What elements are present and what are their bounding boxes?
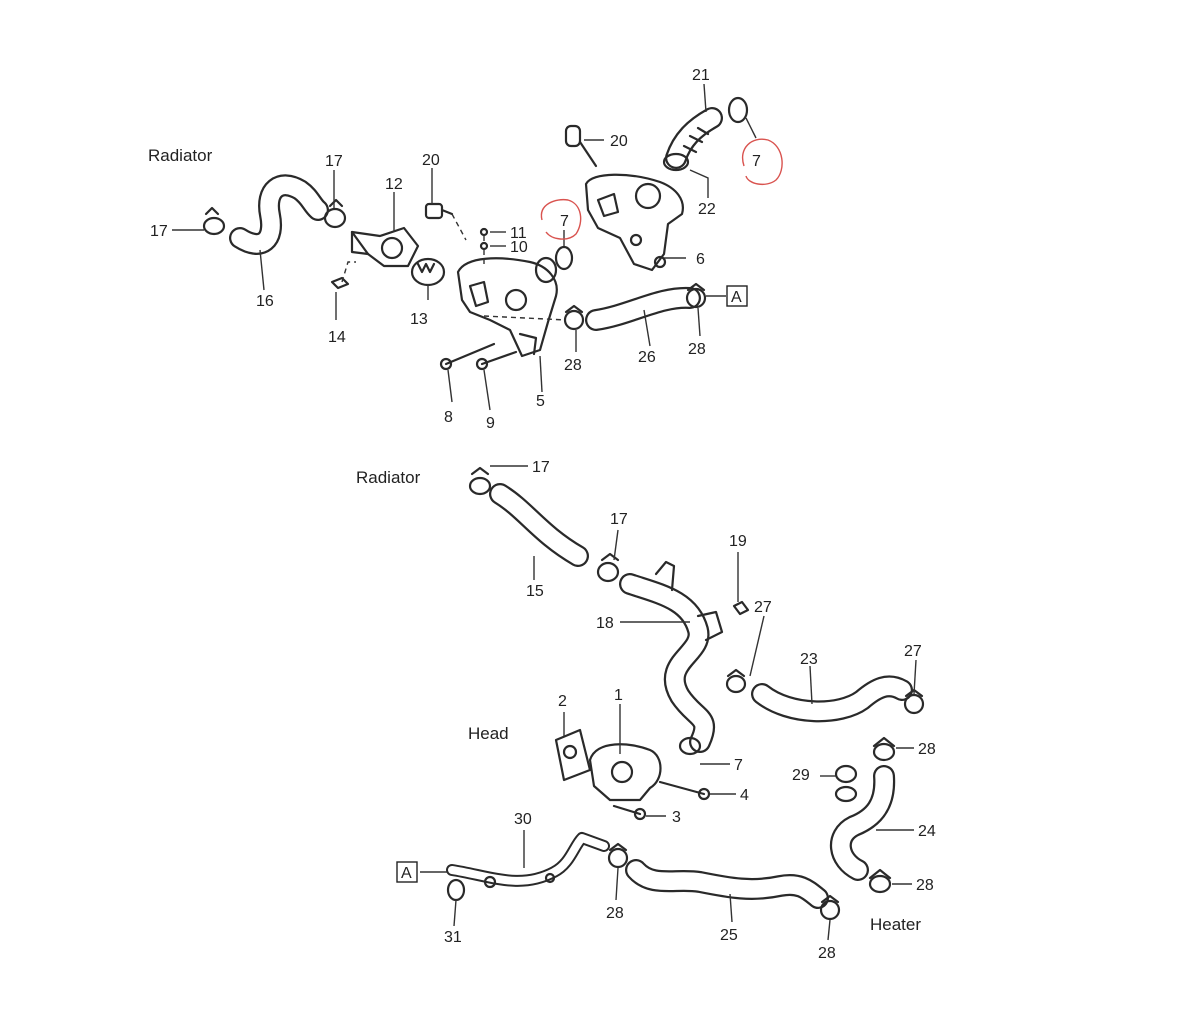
label-radiator-mid: Radiator	[356, 468, 421, 487]
hose-15	[489, 483, 589, 567]
callout-6: 6	[696, 251, 705, 268]
callout-24: 24	[918, 823, 936, 840]
hose-26	[585, 286, 701, 331]
callout-19: 19	[729, 533, 747, 550]
callout-7: 7	[752, 153, 761, 170]
hose-16	[229, 174, 329, 255]
clamp-28-bottom	[819, 894, 841, 921]
connector-a-top: A	[726, 285, 748, 307]
callout-30: 30	[514, 811, 532, 828]
hose-25	[625, 859, 829, 909]
callout-16: 16	[256, 293, 274, 310]
callout-17: 17	[610, 511, 628, 528]
clamp-28-middle	[563, 304, 585, 331]
sensor-20-upper	[564, 124, 598, 168]
small-part-11	[479, 227, 489, 237]
gasket-7-top	[554, 245, 574, 271]
water-outlet-12	[350, 226, 420, 268]
gasket-2	[554, 728, 592, 782]
clamp-17-upper	[323, 198, 347, 229]
sensor-20-left	[424, 202, 467, 241]
callout-14: 14	[328, 329, 346, 346]
callout-28: 28	[606, 905, 624, 922]
highlight-circle-right	[741, 138, 783, 186]
clamp-28-heater-bottom	[868, 868, 892, 894]
bolt-9	[475, 350, 518, 371]
callout-22: 22	[698, 201, 716, 218]
bolt-14	[330, 261, 356, 290]
connector-a-bottom-label: A	[401, 865, 412, 882]
clamp-28-heater-top	[872, 736, 896, 762]
callout-11: 11	[510, 225, 527, 242]
callout-17: 17	[532, 459, 550, 476]
callout-25: 25	[720, 927, 738, 944]
callout-21: 21	[692, 67, 710, 84]
callout-28: 28	[818, 945, 836, 962]
clamp-28-lower-left	[607, 842, 629, 869]
clamp-28-top-right	[685, 282, 707, 309]
callout-1: 1	[614, 687, 623, 704]
callout-18: 18	[596, 615, 614, 632]
callout-2: 2	[558, 693, 567, 710]
callout-17: 17	[150, 223, 168, 240]
leader-lines	[172, 83, 917, 941]
hose-23	[751, 675, 913, 723]
sensor-31	[446, 878, 466, 902]
callout-31: 31	[444, 929, 462, 946]
connector-a-bottom: A	[396, 861, 418, 883]
connector-a-top-label: A	[731, 289, 742, 306]
callout-4: 4	[740, 787, 749, 804]
label-heater: Heater	[870, 915, 921, 934]
gasket-7-lower	[678, 736, 702, 756]
callout-numbers: 17 17 16 12 14 13 20 11 10 7 8 9 5 28 26…	[150, 67, 936, 962]
callout-5: 5	[536, 393, 545, 410]
callout-17: 17	[325, 153, 343, 170]
callout-9: 9	[486, 415, 495, 432]
callout-20: 20	[610, 133, 628, 150]
gasket-7-upper-right	[727, 96, 749, 124]
callout-15: 15	[526, 583, 544, 600]
callout-3: 3	[672, 809, 681, 826]
pipe-30	[446, 832, 610, 889]
pipe-18	[619, 560, 724, 753]
callout-7: 7	[734, 757, 743, 774]
thermostat-13	[410, 257, 446, 287]
callout-28: 28	[564, 357, 582, 374]
callout-8: 8	[444, 409, 453, 426]
bolt-19	[732, 600, 750, 616]
bolt-8	[439, 342, 496, 371]
hose-24	[829, 765, 896, 881]
callout-28: 28	[916, 877, 934, 894]
water-outlet-1	[588, 743, 662, 802]
highlight-circle-left	[540, 198, 582, 240]
callout-27: 27	[904, 643, 922, 660]
water-inlet-6	[584, 173, 684, 272]
callout-26: 26	[638, 349, 656, 366]
clamp-17-lower-top	[468, 466, 492, 496]
callout-10: 10	[510, 239, 528, 256]
callout-23: 23	[800, 651, 818, 668]
callout-27: 27	[754, 599, 772, 616]
clamp-27-left	[725, 668, 747, 694]
gasket-22	[662, 152, 690, 172]
label-radiator-top: Radiator	[148, 146, 213, 165]
callout-28: 28	[918, 741, 936, 758]
clamp-29	[834, 764, 858, 803]
callout-28: 28	[688, 341, 706, 358]
callout-29: 29	[792, 767, 810, 784]
callout-7: 7	[560, 213, 569, 230]
clamp-17-lower	[596, 552, 620, 583]
pipe-21	[665, 107, 723, 169]
clamp-17-left	[202, 206, 226, 236]
callout-13: 13	[410, 311, 428, 328]
bolt-4	[658, 780, 711, 801]
callout-20: 20	[422, 152, 440, 169]
small-part-10	[479, 241, 489, 251]
bolt-3	[612, 804, 647, 821]
label-head: Head	[468, 724, 509, 743]
callout-12: 12	[385, 176, 403, 193]
thermostat-housing-5	[456, 256, 558, 358]
